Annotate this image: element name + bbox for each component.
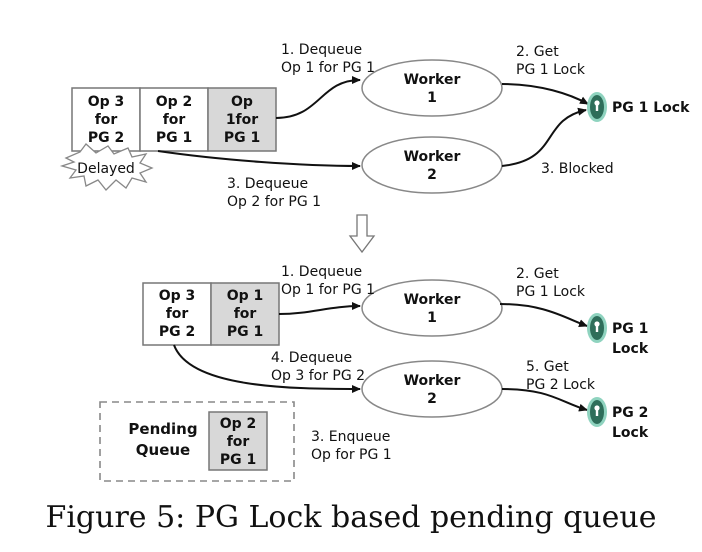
bottom-step3-line-2: Op for PG 1 (311, 447, 392, 463)
bottom-arrow-get-pg1-lock (499, 303, 588, 328)
bottom-queue-cell-2-line-2: for (234, 306, 257, 322)
top-worker-1 (361, 59, 503, 117)
top-step2-line-2: PG 1 Lock (516, 62, 586, 78)
bottom-step5-line-2: PG 2 Lock (526, 377, 596, 393)
bottom-diagram: Op 3 for PG 2 Op 1 for PG 1 Worker 1 Wor… (99, 264, 649, 482)
top-lock-label: PG 1 Lock (612, 100, 690, 116)
bottom-arrow-dequeue-op3 (173, 344, 361, 393)
top-step3-dequeue-line-1: 3. Dequeue (227, 176, 308, 192)
top-arrow-dequeue-op1 (275, 76, 361, 119)
top-queue-cell-3 (207, 87, 277, 152)
transition-down-arrow (348, 214, 376, 254)
bottom-worker-1-number: 1 (427, 310, 437, 326)
top-queue-cell-1-line-1: Op 3 (88, 94, 125, 110)
bottom-step1-line-2: Op 1 for PG 1 (281, 282, 375, 298)
delayed-starburst (59, 143, 154, 191)
pending-op-line-3: PG 1 (220, 452, 256, 468)
top-worker-1-label: Worker (404, 72, 461, 88)
top-queue: Op 3 for PG 2 Op 2 for PG 1 Op 1for PG 1 (71, 87, 277, 152)
bottom-arrow-get-pg2-lock (501, 388, 588, 412)
bottom-lock-pg1-line-1: PG 1 (612, 321, 648, 337)
top-arrow-dequeue-op2 (157, 150, 361, 170)
top-step2-line-1: 2. Get (516, 44, 559, 60)
bottom-step1-line-1: 1. Dequeue (281, 264, 362, 280)
bottom-queue-cell-1-line-2: for (166, 306, 189, 322)
top-arrow-get-lock (501, 83, 589, 105)
bottom-queue-cell-2 (210, 282, 280, 346)
bottom-step4-line-2: Op 3 for PG 2 (271, 368, 365, 384)
bottom-step3-line-1: 3. Enqueue (311, 429, 390, 445)
top-queue-cell-1-line-2: for (95, 112, 118, 128)
bottom-queue-cell-2-line-3: PG 1 (227, 324, 263, 340)
bottom-worker-1-label: Worker (404, 292, 461, 308)
bottom-arrow-dequeue-op1 (278, 302, 361, 315)
top-worker-2-label: Worker (404, 149, 461, 165)
bottom-worker-1 (361, 279, 503, 337)
top-step3-blocked: 3. Blocked (541, 161, 614, 177)
top-step1-line-2: Op 1 for PG 1 (281, 60, 375, 76)
top-queue-cell-2-line-1: Op 2 (156, 94, 193, 110)
bottom-step5-line-1: 5. Get (526, 359, 569, 375)
pending-queue-label-line-2: Queue (136, 441, 190, 459)
pending-queue-op (208, 411, 268, 471)
pending-op-line-2: for (227, 434, 250, 450)
top-step3-dequeue-line-2: Op 2 for PG 1 (227, 194, 321, 210)
pending-op-line-1: Op 2 (220, 416, 257, 432)
pending-queue-label-line-1: Pending (128, 420, 197, 438)
figure-caption: Figure 5: PG Lock based pending queue (45, 500, 657, 535)
bottom-lock-pg2-line-1: PG 2 (612, 405, 648, 421)
bottom-step2-line-1: 2. Get (516, 266, 559, 282)
delayed-label: Delayed (77, 161, 135, 177)
bottom-queue-cell-1-line-1: Op 3 (159, 288, 196, 304)
top-queue-cell-3-line-3: PG 1 (224, 130, 260, 146)
top-queue-cell-2 (139, 87, 209, 152)
bottom-lock-pg1-icon (587, 313, 607, 343)
bottom-lock-pg1-line-2: Lock (612, 341, 649, 357)
bottom-lock-pg2-icon (587, 397, 607, 427)
bottom-worker-2-label: Worker (404, 373, 461, 389)
bottom-worker-2-number: 2 (427, 391, 437, 407)
top-step1-line-1: 1. Dequeue (281, 42, 362, 58)
top-lock-icon (587, 92, 607, 122)
top-worker-2 (361, 136, 503, 194)
top-queue-cell-3-line-2: 1for (226, 112, 258, 128)
top-queue-cell-2-line-3: PG 1 (156, 130, 192, 146)
bottom-queue: Op 3 for PG 2 Op 1 for PG 1 (142, 282, 280, 346)
top-worker-1-number: 1 (427, 90, 437, 106)
top-worker-2-number: 2 (427, 167, 437, 183)
bottom-queue-cell-1 (142, 282, 212, 346)
bottom-lock-pg2-line-2: Lock (612, 425, 649, 441)
top-queue-cell-1-line-3: PG 2 (88, 130, 124, 146)
top-arrow-blocked (501, 107, 587, 167)
bottom-worker-2 (361, 360, 503, 418)
bottom-step2-line-2: PG 1 Lock (516, 284, 586, 300)
bottom-queue-cell-1-line-3: PG 2 (159, 324, 195, 340)
top-diagram: Op 3 for PG 2 Op 2 for PG 1 Op 1for PG 1… (59, 42, 690, 210)
pending-queue-box (99, 401, 295, 482)
top-queue-cell-1 (71, 87, 141, 152)
bottom-step4-line-1: 4. Dequeue (271, 350, 352, 366)
top-queue-cell-2-line-2: for (163, 112, 186, 128)
top-queue-cell-3-line-1: Op (231, 94, 253, 110)
bottom-queue-cell-2-line-1: Op 1 (227, 288, 264, 304)
